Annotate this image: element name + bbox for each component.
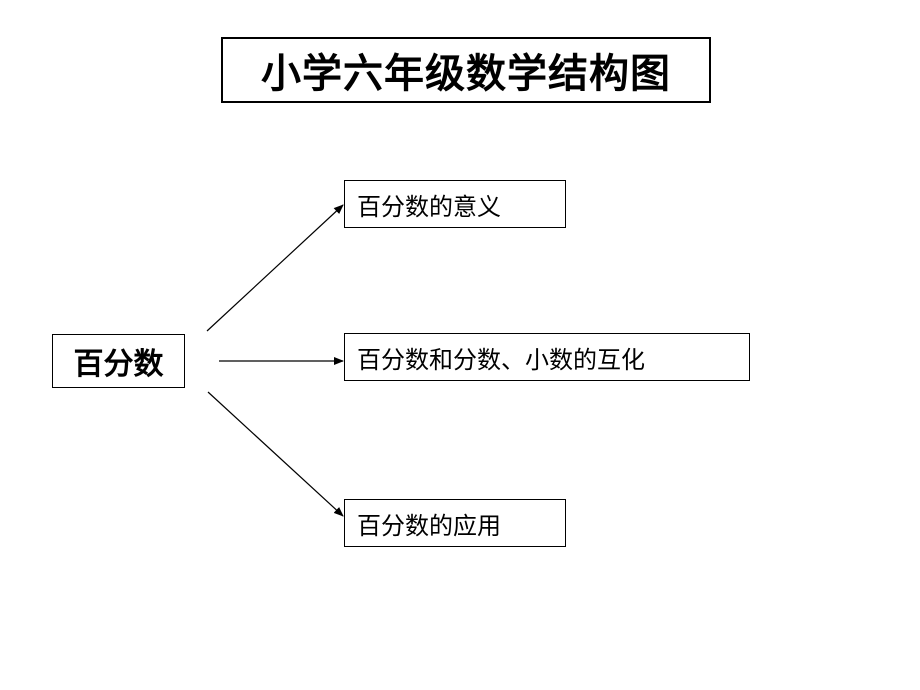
root-node: 百分数: [52, 334, 185, 388]
child-node-application: 百分数的应用: [344, 499, 566, 547]
child-node-meaning: 百分数的意义: [344, 180, 566, 228]
diagram-title: 小学六年级数学结构图: [221, 37, 711, 103]
arrow-to-meaning: [206, 204, 344, 332]
arrow-to-application: [207, 391, 344, 517]
child-node-conversion: 百分数和分数、小数的互化: [344, 333, 750, 381]
